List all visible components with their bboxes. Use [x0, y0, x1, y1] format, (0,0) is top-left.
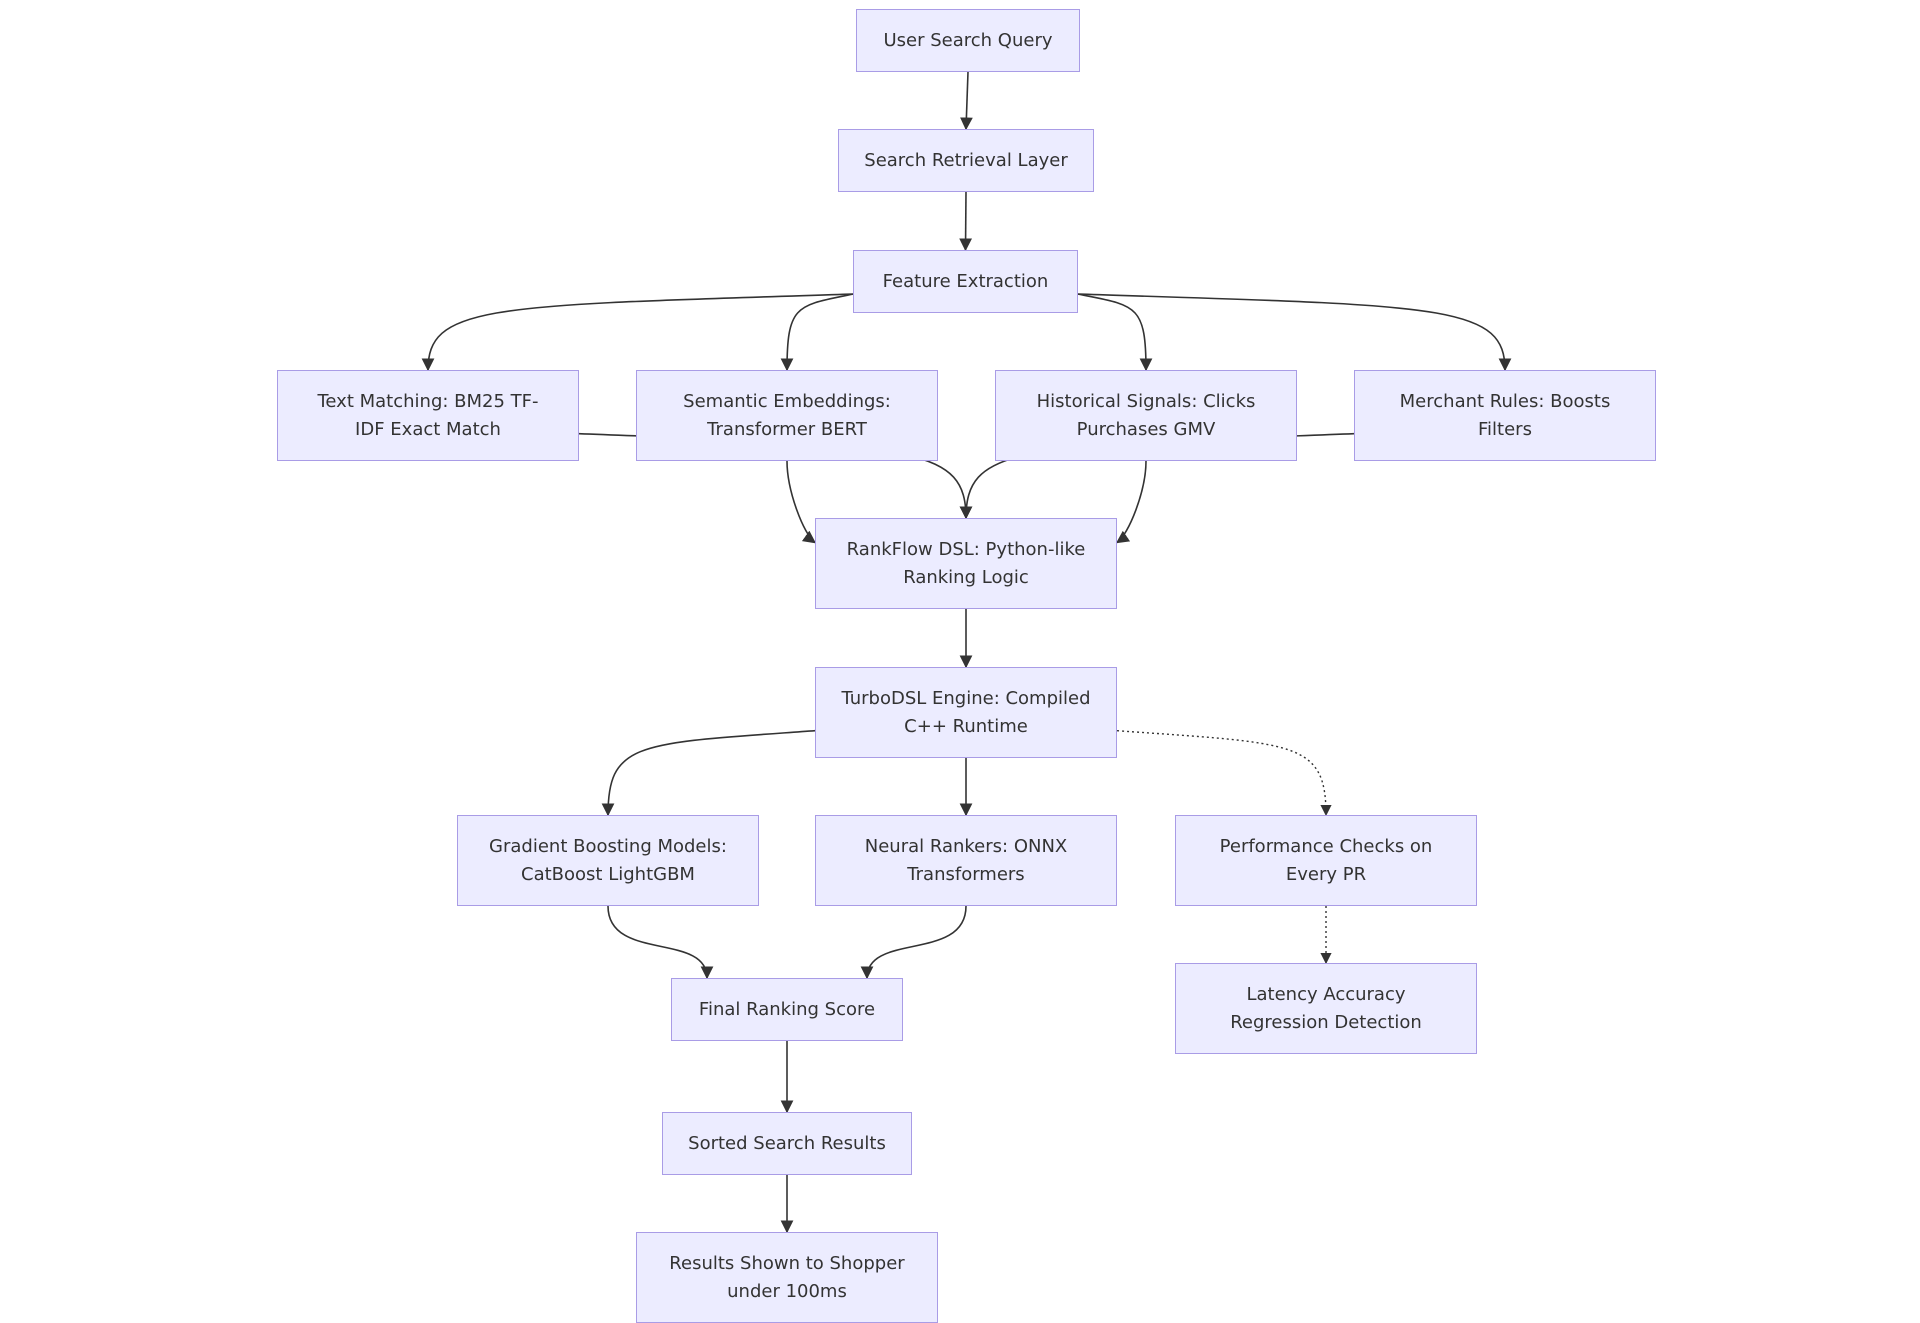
edge-turbodsl-to-perf: [1116, 730, 1332, 817]
node-user-search-query: User Search Query: [856, 9, 1080, 72]
node-performance-checks: Performance Checks on Every PR: [1175, 815, 1477, 906]
edge-features-to-merchant: [1077, 293, 1512, 372]
node-latency-regression-detection: Latency Accuracy Regression Detection: [1175, 963, 1477, 1054]
edge-semantic-to-rankflow: [786, 460, 817, 544]
node-gradient-boosting-models: Gradient Boosting Models: CatBoost Light…: [457, 815, 759, 906]
node-sorted-search-results: Sorted Search Results: [662, 1112, 912, 1175]
node-final-ranking-score: Final Ranking Score: [671, 978, 903, 1041]
edge-turbodsl-to-gbm: [601, 729, 816, 817]
node-historical-signals: Historical Signals: Clicks Purchases GMV: [995, 370, 1297, 461]
edge-features-to-semantic: [780, 293, 854, 372]
node-results-shown-to-shopper: Results Shown to Shopper under 100ms: [636, 1232, 938, 1323]
node-neural-rankers: Neural Rankers: ONNX Transformers: [815, 815, 1117, 906]
edge-gbm-to-final: [607, 905, 714, 980]
edge-historical-to-rankflow: [1115, 460, 1147, 544]
edge-features-to-historical: [1077, 293, 1153, 372]
node-text-matching: Text Matching: BM25 TF- IDF Exact Match: [277, 370, 579, 461]
node-rankflow-dsl: RankFlow DSL: Python-like Ranking Logic: [815, 518, 1117, 609]
edge-retrieval-to-features: [959, 191, 972, 252]
edge-neural-to-final: [860, 905, 967, 980]
node-semantic-embeddings: Semantic Embeddings: Transformer BERT: [636, 370, 938, 461]
node-feature-extraction: Feature Extraction: [853, 250, 1078, 313]
node-search-retrieval-layer: Search Retrieval Layer: [838, 129, 1094, 192]
edge-query-to-retrieval: [960, 71, 973, 131]
node-merchant-rules: Merchant Rules: Boosts Filters: [1354, 370, 1656, 461]
node-turbodsl-engine: TurboDSL Engine: Compiled C++ Runtime: [815, 667, 1117, 758]
edge-features-to-text_matching: [421, 293, 854, 372]
